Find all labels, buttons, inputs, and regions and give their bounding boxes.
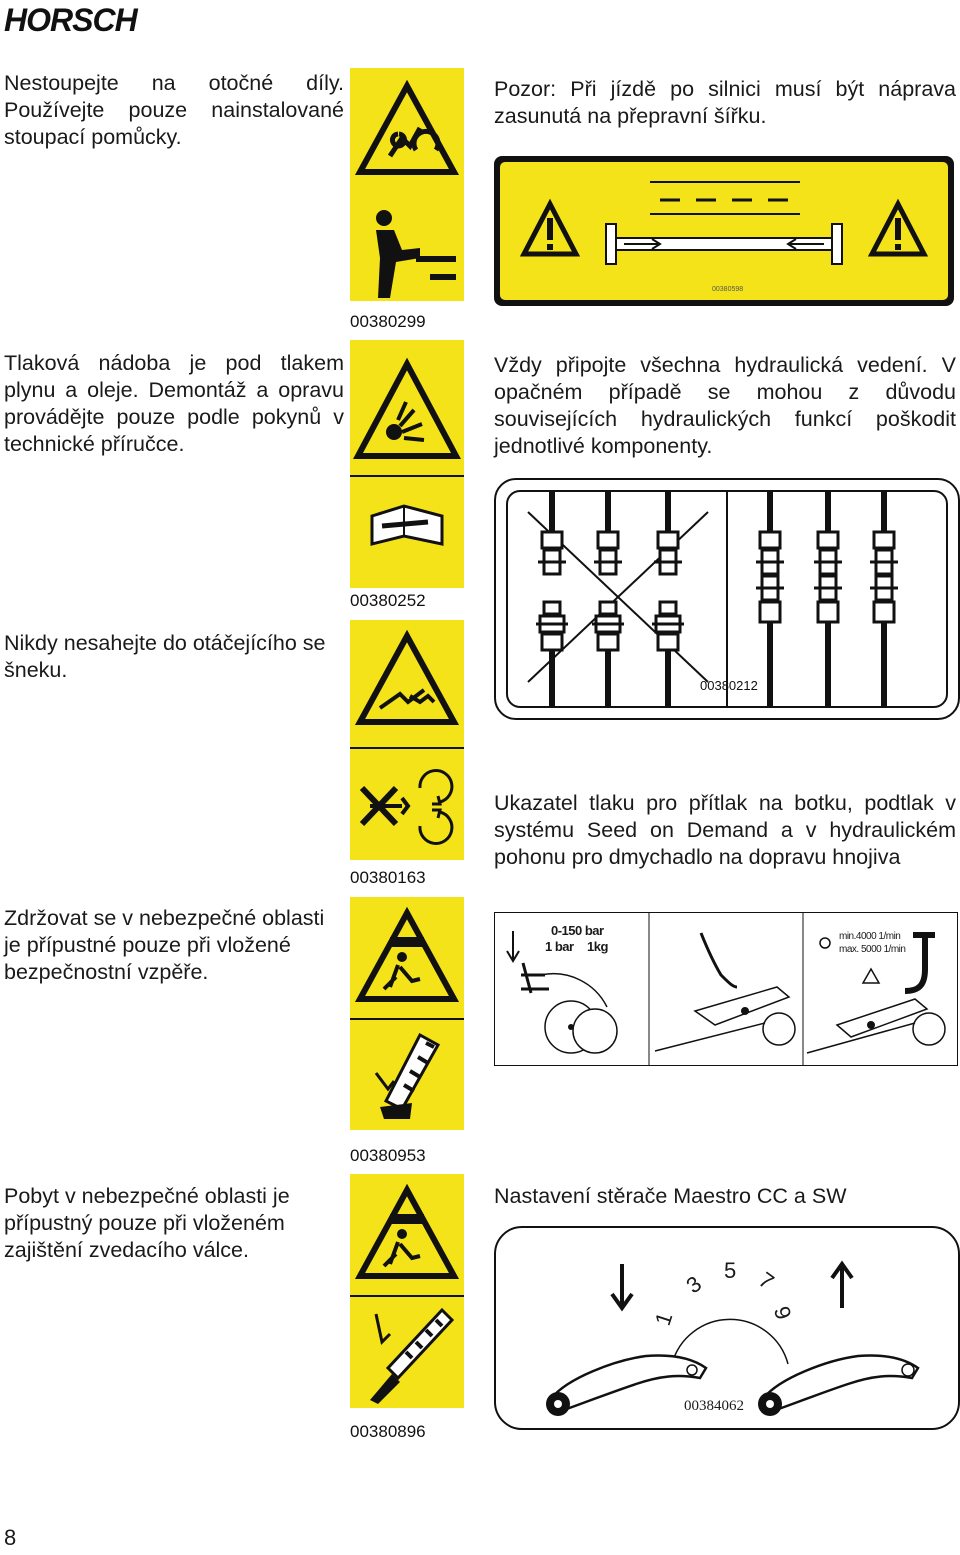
pressure-kg-label: 1kg	[587, 939, 608, 954]
scraper-adjustment-panel: 1 3 5 7 9 00384062	[494, 1226, 960, 1430]
left-paragraph-1: Nestoupejte na otočné díly. Používejte p…	[4, 71, 344, 149]
warning-label-rotating-parts	[350, 68, 464, 301]
warning-label-pressure-vessel	[350, 340, 464, 588]
page-number: 8	[4, 1525, 17, 1550]
fan-min-speed-label: min.4000 1/min	[839, 931, 901, 942]
scale-mark-5: 5	[724, 1258, 737, 1283]
hydraulic-coupling	[536, 492, 568, 706]
label-code-5: 00380896	[350, 1422, 426, 1441]
right-paragraph-1: Pozor: Při jízdě po silnici musí být náp…	[494, 77, 956, 128]
axle-transport-label: 00380598	[494, 156, 954, 306]
hydraulic-coupling	[652, 492, 684, 706]
scraper-label-code: 00384062	[684, 1398, 744, 1414]
hydraulic-coupling	[814, 492, 842, 706]
warning-label-auger	[350, 620, 464, 860]
brand-logo: HORSCH	[4, 2, 138, 38]
left-paragraph-5: Pobyt v nebezpečné oblasti je přípustný …	[4, 1184, 290, 1262]
hydraulic-couplings-panel: 00380212	[494, 478, 960, 720]
label-code-3: 00380163	[350, 868, 426, 887]
left-paragraph-3: Nikdy nesahejte do otáčejícího se šneku.	[4, 631, 326, 682]
label-code-1: 00380299	[350, 312, 426, 331]
hydraulic-couplings-drawing	[527, 492, 898, 706]
hydraulic-coupling	[870, 492, 898, 706]
axle-label-code: 00380598	[712, 286, 744, 293]
hydraulic-coupling	[756, 492, 784, 706]
hydraulic-label-code: 00380212	[700, 678, 758, 693]
warning-label-lifting-cylinder	[350, 1174, 464, 1408]
pressure-range-label: 0-150 bar	[551, 923, 604, 938]
label-code-2: 00380252	[350, 591, 426, 610]
right-paragraph-3: Ukazatel tlaku pro přítlak na botku, pod…	[494, 791, 956, 869]
warning-label-safety-strut	[350, 897, 464, 1130]
pressure-per-bar-label: 1 bar	[545, 939, 574, 954]
left-paragraph-4: Zdržovat se v nebezpečné oblasti je příp…	[4, 906, 325, 984]
pressure-indicator-panel: 0-150 bar 1 bar 1kg min.4000 1/min max. …	[494, 912, 958, 1066]
left-paragraph-2: Tlaková nádoba je pod tlakem plynu a ole…	[4, 351, 344, 456]
right-paragraph-4: Nastavení stěrače Maestro CC a SW	[494, 1184, 847, 1208]
right-paragraph-2: Vždy připojte všechna hydraulická vedení…	[494, 353, 956, 458]
label-code-4: 00380953	[350, 1146, 426, 1165]
fan-max-speed-label: max. 5000 1/min	[839, 944, 906, 955]
hydraulic-coupling	[592, 492, 624, 706]
